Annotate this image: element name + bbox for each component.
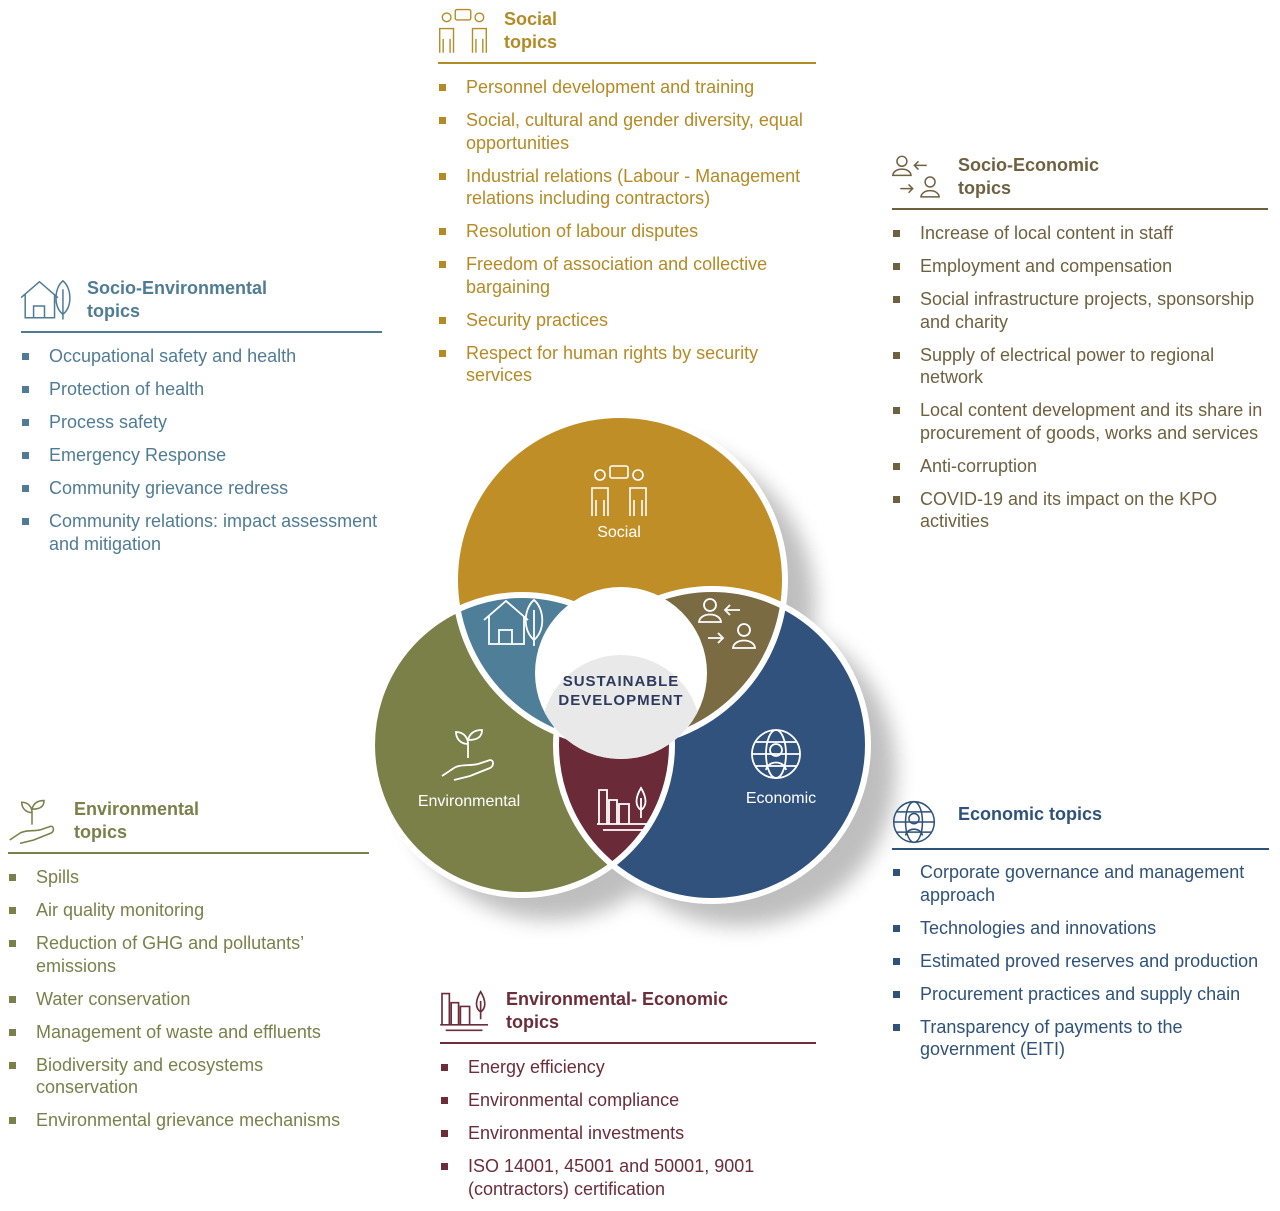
list-item: Employment and compensation bbox=[892, 255, 1268, 278]
economic-topics-title: Economic topics bbox=[958, 804, 1103, 824]
list-item: Process safety bbox=[21, 411, 382, 434]
factory-drop-icon bbox=[440, 990, 488, 1032]
globe-person-icon bbox=[751, 729, 801, 779]
socio-environmental-topics-title: Socio-Environmental topics bbox=[87, 278, 268, 321]
globe-person-icon bbox=[892, 800, 936, 844]
list-item: Social infrastructure projects, sponsors… bbox=[892, 288, 1268, 333]
list-item: Air quality monitoring bbox=[8, 899, 369, 922]
socio-environmental-topics-panel: Socio-Environmental topics Occupational … bbox=[21, 277, 382, 566]
center-line2: DEVELOPMENT bbox=[558, 692, 683, 709]
socio-environmental-topics-list: Occupational safety and health Protectio… bbox=[21, 345, 382, 555]
people-exchange-icon bbox=[698, 598, 756, 649]
list-item: Environmental compliance bbox=[440, 1089, 816, 1112]
list-item: Increase of local content in staff bbox=[892, 222, 1268, 245]
list-item: Local content development and its share … bbox=[892, 399, 1268, 444]
socio-economic-topics-panel: Socio-Economic topics Increase of local … bbox=[892, 154, 1268, 543]
list-item: Procurement practices and supply chain bbox=[892, 983, 1269, 1006]
hand-plant-icon bbox=[441, 729, 494, 781]
list-item: Emergency Response bbox=[21, 444, 382, 467]
house-tree-icon bbox=[483, 598, 544, 646]
environmental-topics-list: Spills Air quality monitoring Reduction … bbox=[8, 866, 369, 1132]
list-item: COVID-19 and its impact on the KPO activ… bbox=[892, 488, 1268, 533]
list-item: Reduction of GHG and pollutants’ emissio… bbox=[8, 932, 369, 977]
list-item: Estimated proved reserves and production bbox=[892, 950, 1269, 973]
list-item: Industrial relations (Labour - Managemen… bbox=[438, 165, 816, 210]
social-topics-title: Social topics bbox=[504, 9, 558, 52]
environmental-topics-panel: Environmental topics Spills Air quality … bbox=[8, 798, 369, 1142]
environmental-label: Environmental bbox=[418, 793, 520, 810]
people-talking-icon bbox=[439, 8, 487, 53]
list-item: Energy efficiency bbox=[440, 1056, 816, 1079]
list-item: Water conservation bbox=[8, 988, 369, 1011]
list-item: Supply of electrical power to regional n… bbox=[892, 344, 1268, 389]
environmental-economic-topics-list: Energy efficiency Environmental complian… bbox=[440, 1056, 816, 1200]
hand-plant-icon bbox=[9, 799, 55, 845]
list-item: Community grievance redress bbox=[21, 477, 382, 500]
list-item: Respect for human rights by security ser… bbox=[438, 342, 816, 387]
people-exchange-icon bbox=[892, 155, 940, 198]
list-item: Management of waste and effluents bbox=[8, 1021, 369, 1044]
list-item: Biodiversity and ecosystems conservation bbox=[8, 1054, 369, 1099]
economic-topics-list: Corporate governance and management appr… bbox=[892, 861, 1269, 1061]
social-label: Social bbox=[597, 524, 641, 541]
list-item: Occupational safety and health bbox=[21, 345, 382, 368]
people-talking-icon bbox=[591, 465, 647, 516]
list-item: Personnel development and training bbox=[438, 76, 816, 99]
list-item: Environmental grievance mechanisms bbox=[8, 1109, 369, 1132]
list-item: Protection of health bbox=[21, 378, 382, 401]
house-tree-icon bbox=[21, 279, 71, 320]
center-line1: SUSTAINABLE bbox=[563, 673, 680, 690]
environmental-economic-topics-panel: Environmental- Economic topics Energy ef… bbox=[440, 988, 816, 1211]
social-topics-list: Personnel development and training Socia… bbox=[438, 76, 816, 387]
economic-label: Economic bbox=[746, 790, 816, 807]
list-item: Resolution of labour disputes bbox=[438, 220, 816, 243]
list-item: Freedom of association and collective ba… bbox=[438, 253, 816, 298]
list-item: Security practices bbox=[438, 309, 816, 332]
environmental-economic-topics-title: Environmental- Economic topics bbox=[506, 989, 729, 1032]
list-item: Corporate governance and management appr… bbox=[892, 861, 1269, 906]
economic-topics-panel: Economic topics Corporate governance and… bbox=[892, 800, 1269, 1071]
list-item: Community relations: impact assessment a… bbox=[21, 510, 382, 555]
list-item: Technologies and innovations bbox=[892, 917, 1269, 940]
list-item: Spills bbox=[8, 866, 369, 889]
social-topics-panel: Social topics Personnel development and … bbox=[438, 8, 816, 397]
list-item: Anti-corruption bbox=[892, 455, 1268, 478]
list-item: Transparency of payments to the governme… bbox=[892, 1016, 1269, 1061]
list-item: Social, cultural and gender diversity, e… bbox=[438, 109, 816, 154]
list-item: ISO 14001, 45001 and 50001, 9001 (contra… bbox=[440, 1155, 816, 1200]
socio-economic-topics-list: Increase of local content in staff Emplo… bbox=[892, 222, 1268, 533]
environmental-topics-title: Environmental topics bbox=[74, 799, 200, 842]
list-item: Environmental investments bbox=[440, 1122, 816, 1145]
factory-drop-icon bbox=[597, 786, 649, 831]
socio-economic-topics-title: Socio-Economic topics bbox=[958, 155, 1100, 198]
